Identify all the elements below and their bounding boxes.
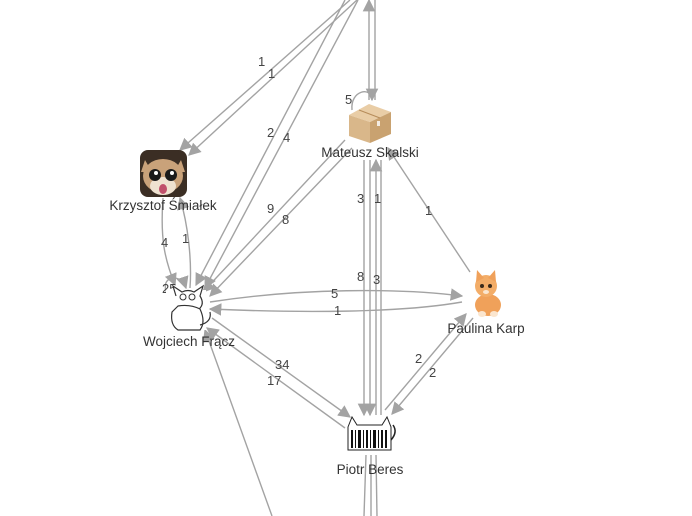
node-paulina[interactable]: Paulina Karp [447,270,525,336]
edge-label: 17 [267,373,281,388]
edge-label: 9 [267,201,274,216]
edge-mateusz-wojciech-a[interactable] [202,139,346,293]
edge-label: 34 [275,357,289,372]
edge-label: 1 [334,303,341,318]
edge-piotr-paulina[interactable] [384,313,467,411]
edge-krzysztof-wojciech-b[interactable] [177,196,192,289]
edge-top-wojciech-a[interactable] [195,0,346,287]
edge-label: 3 [357,191,364,206]
edge-label: 1 [258,54,265,69]
edge-piotr-offscreen-c[interactable] [375,454,378,516]
edge-piotr-offscreen-a[interactable] [363,454,367,516]
node-piotr[interactable]: Piotr Beres [337,415,404,477]
edge-top-wojciech-b[interactable] [204,0,359,290]
edge-label: 4 [283,130,290,145]
edge-wojciech-piotr[interactable] [211,317,352,418]
edge-label: 1 [268,66,275,81]
edge-label: 4 [161,235,168,250]
edge-mateusz-self[interactable] [351,88,379,111]
cardboard-box-icon [349,104,391,143]
orange-kitten-icon [475,270,501,317]
edge-label: 1 [374,191,381,206]
barcode-cat-icon [347,415,396,451]
edge-paulina-piotr[interactable] [391,317,474,415]
edge-paulina-wojciech[interactable] [208,301,463,316]
edge-mateusz-wojciech-b[interactable] [209,147,353,297]
edge-wojciech-paulina[interactable] [209,288,464,303]
node-label: Paulina Karp [447,321,524,336]
edge-top-krzysztof-a[interactable] [179,0,351,151]
edge-label: 8 [357,269,364,284]
edges: 1 1 2 4 5 9 8 4 1 2 5 3 1 8 3 [161,0,474,516]
node-mateusz[interactable]: Mateusz Skalski [321,104,419,160]
edge-label: 2 [267,125,274,140]
edge-piotr-wojciech[interactable] [205,327,346,429]
node-label: Krzysztof Śmiałek [109,198,217,213]
node-wojciech[interactable]: Wojciech Frącz [143,284,235,349]
edge-wojciech-offscreen[interactable] [202,328,273,516]
cartoon-cat-outline-icon [166,284,211,331]
node-label: Piotr Beres [337,462,404,477]
edge-label: 8 [282,212,289,227]
edge-label: 1 [182,231,189,246]
node-label: Wojciech Frącz [143,334,235,349]
surprised-cat-photo-icon [140,150,187,197]
edge-top-krzysztof-b[interactable] [188,0,358,156]
node-label: Mateusz Skalski [321,145,419,160]
edge-label: 1 [425,203,432,218]
edge-label: 2 [429,365,436,380]
node-krzysztof[interactable]: Krzysztof Śmiałek [109,150,217,213]
edge-paulina-mateusz[interactable] [387,146,471,273]
edge-label: 5 [331,286,338,301]
edge-label: 2 [415,351,422,366]
edge-label: 5 [345,92,352,107]
edge-label: 3 [373,272,380,287]
